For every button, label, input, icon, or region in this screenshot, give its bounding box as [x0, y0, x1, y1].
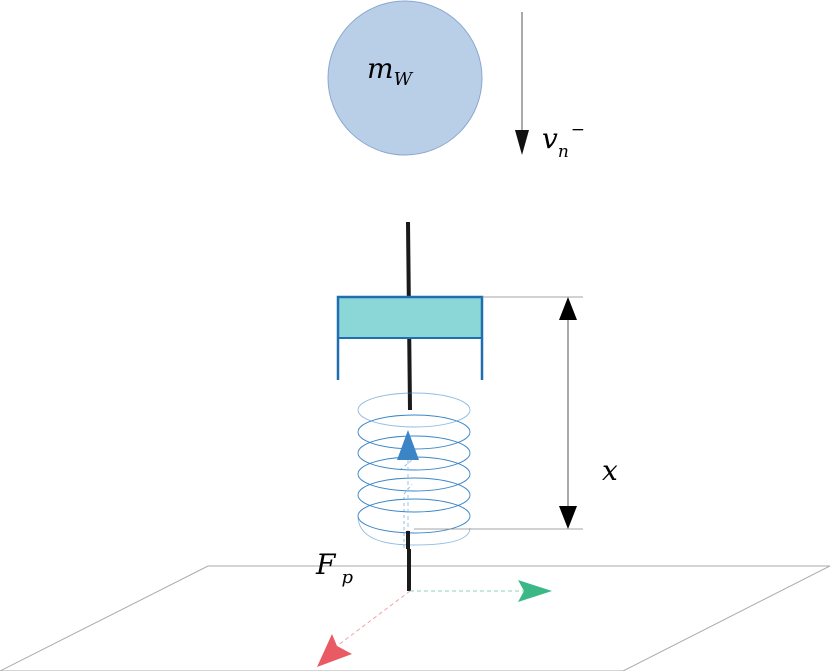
x-axis-arrow-head — [518, 580, 552, 602]
velocity-subscript: n — [558, 142, 569, 162]
z-axis-arrow-head — [397, 430, 419, 460]
mass-circle — [327, 0, 483, 156]
dimension-arrow-bottom — [559, 506, 577, 529]
mass-subscript: W — [394, 69, 414, 90]
force-subscript: p — [341, 567, 353, 588]
velocity-label: vn− — [542, 120, 585, 162]
force-symbol: F — [315, 548, 337, 581]
y-axis-line — [336, 590, 411, 647]
y-axis-arrow-head — [317, 634, 352, 667]
impact-plate — [338, 297, 482, 338]
velocity-superscript: − — [571, 120, 585, 140]
velocity-arrow-head — [515, 130, 529, 155]
velocity-symbol: v — [542, 122, 558, 155]
displacement-label: x — [602, 454, 618, 487]
spring-coil — [357, 392, 471, 548]
mass-symbol: m — [367, 52, 394, 85]
mass-label: mW — [367, 52, 414, 90]
dimension-arrow-top — [559, 297, 577, 320]
ground-plane — [0, 565, 830, 671]
